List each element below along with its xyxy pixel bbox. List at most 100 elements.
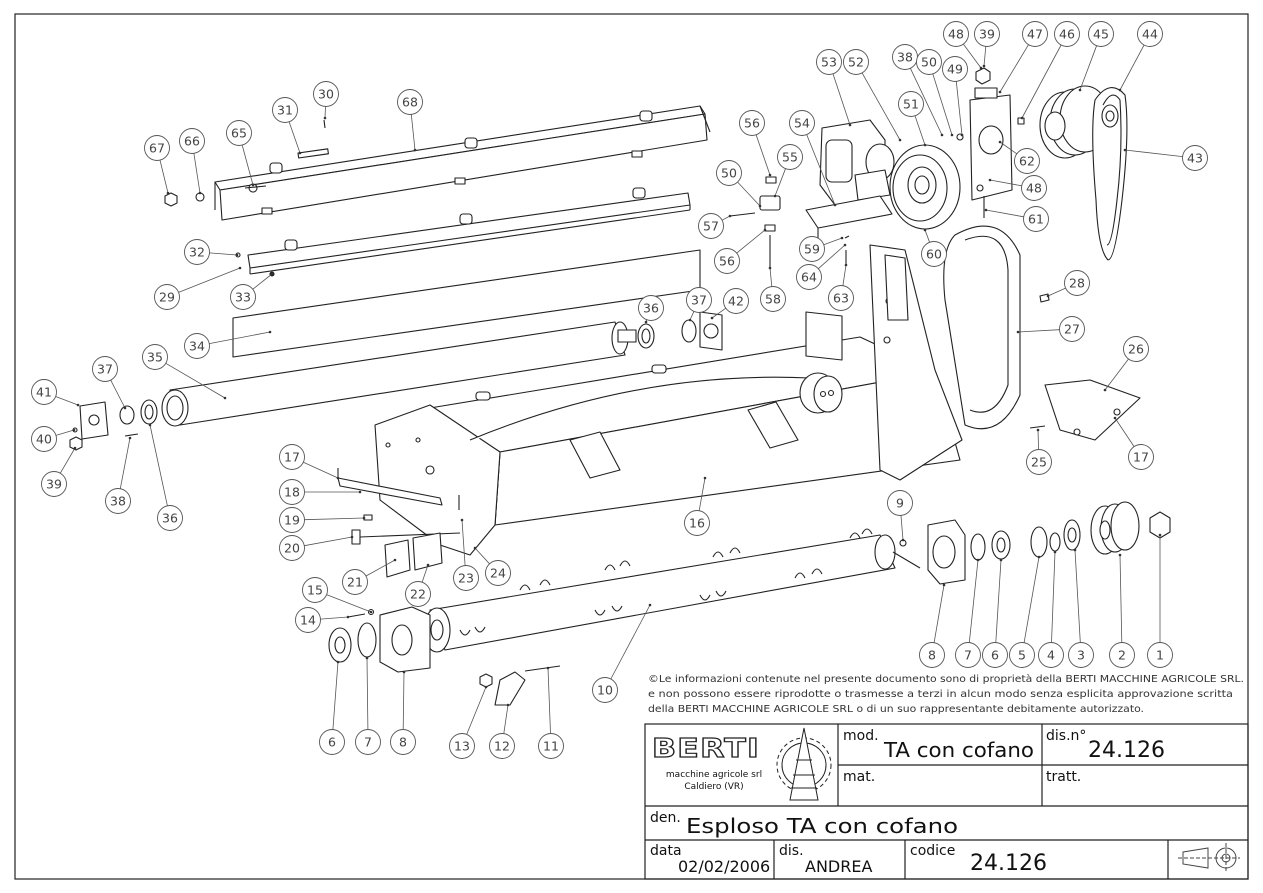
callout-leader-dot <box>1053 550 1057 554</box>
callout-leader-line <box>955 81 963 136</box>
part-pulley-2 <box>1090 501 1140 555</box>
callout-leader-line <box>288 121 301 154</box>
part-bracket-26 <box>1044 379 1141 441</box>
callout-number: 2 <box>1118 648 1126 663</box>
drawing-number-label: dis.n° <box>1046 728 1086 744</box>
mod-label: mod. <box>843 728 879 744</box>
company-city: Caldiero (VR) <box>684 782 743 792</box>
title-block <box>644 723 1249 880</box>
callout-leader-line <box>178 267 241 293</box>
callout-leader-line <box>241 144 254 186</box>
callout-leader-line <box>932 73 953 136</box>
callout-leader-dot <box>768 266 772 270</box>
callout-circle <box>799 236 825 262</box>
callout-number: 55 <box>782 150 798 165</box>
callout-circle <box>1088 21 1114 47</box>
callout-number: 20 <box>284 541 300 556</box>
callout-number: 68 <box>402 95 418 110</box>
callout-leader-dot <box>358 490 362 494</box>
callout-number: 59 <box>804 242 820 257</box>
callout-leader-line <box>711 307 727 319</box>
callout-leader-dot <box>128 436 132 440</box>
callout-leader-dot <box>1037 555 1041 559</box>
callout-circle <box>686 287 712 313</box>
callout-circle <box>355 729 381 755</box>
callout-circle <box>638 295 664 321</box>
date-label: data <box>650 843 682 859</box>
callout-leader-line <box>1119 554 1123 643</box>
callout-number: 8 <box>928 648 936 663</box>
callout-number: 26 <box>1128 342 1144 357</box>
callout-leader-line <box>806 134 836 206</box>
callout-circle <box>92 356 118 382</box>
callout-number: 38 <box>897 50 913 65</box>
part-ring-7r <box>970 533 986 561</box>
callout-leader-line <box>933 584 945 643</box>
part-bracket-55 <box>759 195 781 211</box>
callout-circle <box>538 733 564 759</box>
callout-number: 60 <box>926 247 942 262</box>
callout-leader-line <box>303 461 339 479</box>
callout-leader-line <box>983 46 987 67</box>
callout-circle <box>760 286 786 312</box>
callout-leader-line <box>985 209 1024 218</box>
callout-leader-dot <box>268 330 272 334</box>
company-logo: BERTI macchine agricole srl Caldiero (VR… <box>651 727 832 801</box>
part-bolt-14 <box>347 613 366 618</box>
callout-number: 28 <box>1069 276 1085 291</box>
callout-circle <box>982 642 1008 668</box>
callout-circle <box>397 89 423 115</box>
callout-circle <box>1054 21 1080 47</box>
callout-number: 48 <box>948 27 964 42</box>
callout-circle <box>1128 444 1154 470</box>
part-bolt-57 <box>729 212 756 217</box>
callout-leader-dot <box>323 116 327 120</box>
callout-number: 12 <box>494 739 510 754</box>
callout-leader-dot <box>223 396 227 400</box>
callout-number: 67 <box>149 141 165 156</box>
callout-circle <box>279 535 305 561</box>
callout-circle <box>230 284 256 310</box>
part-nut-48 <box>975 67 991 85</box>
callout-leader-dot <box>901 538 905 542</box>
callout-leader-line <box>1037 429 1039 450</box>
callout-leader-line <box>410 114 416 151</box>
callout-number: 6 <box>328 735 336 750</box>
callout-leader-line <box>252 273 273 290</box>
callout-number: 50 <box>921 55 937 70</box>
callout-circle <box>828 285 854 311</box>
part-bolt-25 <box>1029 425 1046 429</box>
callout-leader-dot <box>728 214 732 218</box>
callout-leader-dot <box>270 272 274 276</box>
callout-leader-line <box>332 661 339 730</box>
callout-number: 37 <box>97 362 113 377</box>
callout-leader-line <box>1074 549 1081 643</box>
notice-line-3: della BERTI MACCHINE AGRICOLE SRL o di u… <box>648 704 1144 715</box>
callout-circle <box>887 490 913 516</box>
callout-number: 32 <box>189 245 205 260</box>
callout-number: 19 <box>284 513 300 528</box>
callout-circle <box>716 160 742 186</box>
callout-number: 23 <box>458 571 474 586</box>
callout-leader-dot <box>413 148 417 152</box>
callout-leader-line <box>774 168 786 197</box>
callout-circle <box>916 49 942 75</box>
callout-leader-dot <box>758 204 762 208</box>
callout-circle <box>342 569 368 595</box>
callout-leader-dot <box>976 558 980 562</box>
callout-circle <box>226 120 252 146</box>
callout-leader-line <box>149 424 168 506</box>
callout-leader-line <box>999 44 1029 93</box>
callout-circle <box>279 479 305 505</box>
callout-leader-line <box>910 68 943 136</box>
part-nut-56t <box>765 176 777 184</box>
callout-leader-line <box>842 264 847 286</box>
part-skid-21 <box>384 539 411 578</box>
part-pin-31 <box>297 148 329 159</box>
callout-leader-dot <box>942 583 946 587</box>
callout-leader-dot <box>844 263 848 267</box>
callout-number: 7 <box>964 648 972 663</box>
callout-leader-line <box>968 559 979 643</box>
part-belt-guard-27 <box>943 225 1021 430</box>
treatment-label: tratt. <box>1046 769 1081 785</box>
